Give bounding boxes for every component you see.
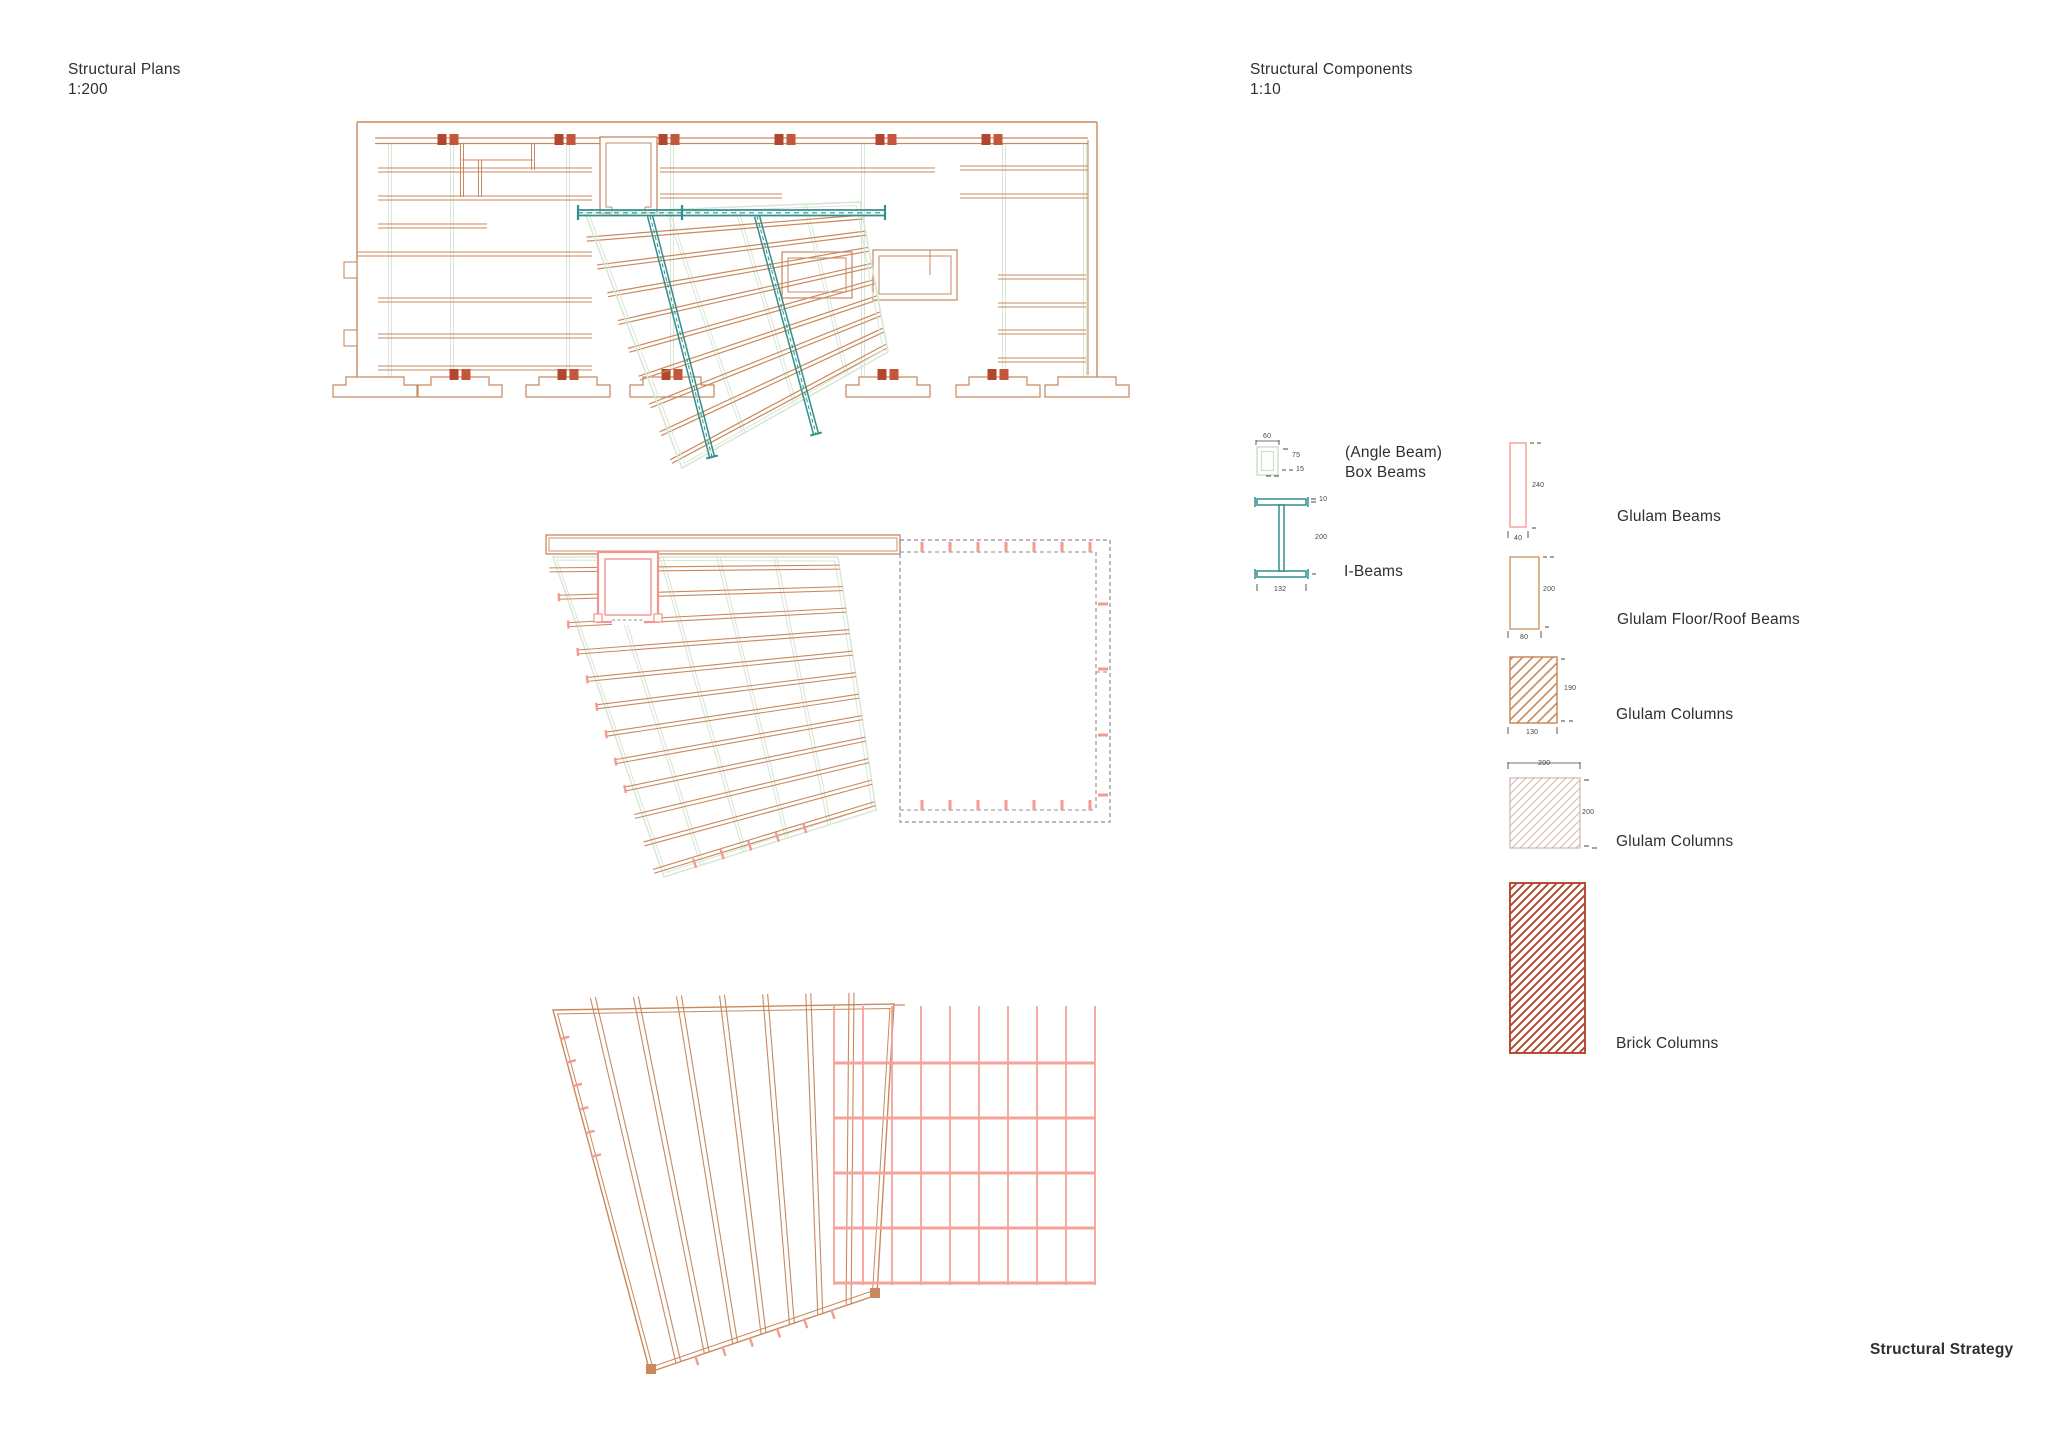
dim-col2-width: 200 — [1538, 760, 1551, 767]
legend-label-brick-columns: Brick Columns — [1616, 1035, 1719, 1052]
dim-ibeam-flange: 10 — [1319, 496, 1328, 503]
legend-label-glulam-columns-2: Glulam Columns — [1616, 833, 1734, 850]
components-title: Structural Components — [1250, 61, 1413, 78]
legend-label-box-beams: (Angle Beam) Box Beams — [1345, 443, 1442, 483]
glulam-column-2-icon — [1507, 762, 1597, 849]
floor-plan-1-drawing — [332, 121, 1130, 470]
dim-glulam-beam-width: 40 — [1514, 535, 1523, 542]
glulam-column-1-icon — [1507, 656, 1573, 734]
legend-label-glulam-beams: Glulam Beams — [1617, 508, 1722, 525]
dim-glulam-beam-height: 240 — [1532, 482, 1545, 489]
components-scale: 1:10 — [1250, 81, 1281, 98]
dim-box-width: 60 — [1263, 433, 1272, 440]
dim-box-height: 75 — [1292, 452, 1301, 459]
dim-ibeam-height: 200 — [1315, 534, 1328, 541]
floor-plan-3-drawing — [552, 992, 905, 1374]
dim-ibeam-width: 132 — [1274, 586, 1287, 593]
legend-label-glulam-floor-roof-beams: Glulam Floor/Roof Beams — [1617, 611, 1800, 628]
box-beam-icon — [1255, 440, 1293, 477]
steel-i-beams-overlay — [576, 205, 887, 460]
brick-column-icon — [1509, 882, 1586, 1054]
legend-label-glulam-columns-1: Glulam Columns — [1616, 706, 1734, 723]
glulam-floor-roof-beam-icon — [1507, 556, 1554, 638]
plans-scale: 1:200 — [68, 81, 108, 98]
i-beam-icon — [1254, 497, 1316, 591]
plans-title: Structural Plans — [68, 61, 181, 78]
floor-plan-2-drawing — [545, 534, 1111, 878]
legend-label-box-beams-line2: Box Beams — [1345, 464, 1427, 481]
glulam-beam-icon — [1507, 442, 1541, 538]
dim-floor-beam-height: 200 — [1543, 586, 1556, 593]
dim-box-thickness: 15 — [1296, 466, 1305, 473]
dim-floor-beam-width: 80 — [1520, 634, 1529, 641]
legend-label-box-beams-line1: (Angle Beam) — [1345, 444, 1443, 461]
dim-col2-height: 200 — [1582, 809, 1595, 816]
pink-column-grid — [833, 1006, 1096, 1285]
legend-label-i-beams: I-Beams — [1344, 563, 1404, 580]
dim-col1-height: 190 — [1564, 685, 1577, 692]
sheet-title: Structural Strategy — [1870, 1341, 2014, 1358]
dim-col1-width: 130 — [1526, 729, 1539, 736]
